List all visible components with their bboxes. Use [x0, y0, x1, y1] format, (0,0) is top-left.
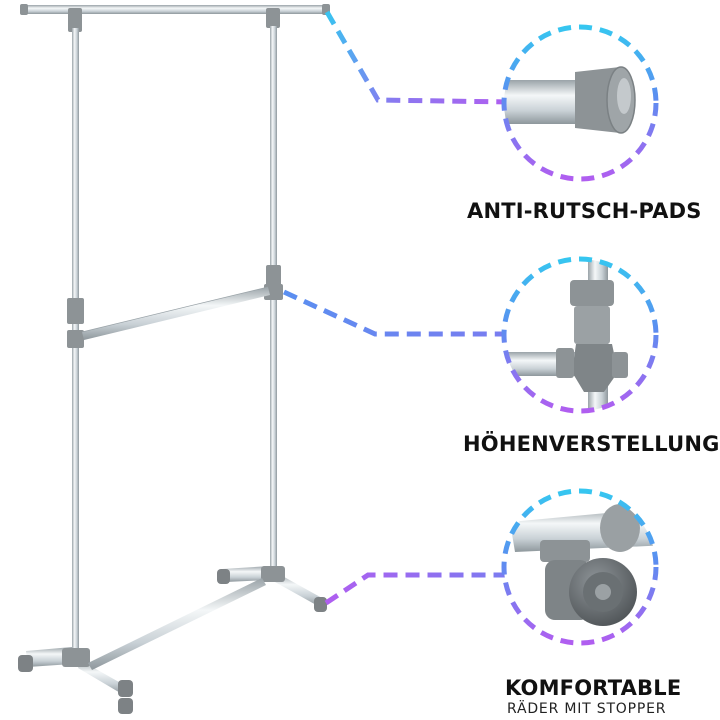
- height-clamp-icon: [504, 259, 628, 411]
- leader-line-height: [282, 289, 510, 337]
- detail-circle-height-clamp: [501, 256, 659, 414]
- feature-subtitle-wheels: RÄDER MIT STOPPER: [507, 701, 667, 717]
- detail-circle-caster: [501, 488, 659, 646]
- leader-lines: [282, 10, 511, 606]
- caster-wheel-icon: [510, 504, 656, 626]
- feature-title-anti-slip: ANTI-RUTSCH-PADS: [467, 199, 702, 223]
- clothes-rack-illustration: [18, 4, 330, 714]
- leader-line-wheels: [324, 572, 510, 606]
- feature-title-height-adjustment: HÖHENVERSTELLUNG: [463, 432, 720, 456]
- feature-title-wheels: KOMFORTABLE: [505, 676, 682, 700]
- leader-line-anti-slip: [324, 10, 511, 105]
- end-cap-icon: [504, 66, 636, 134]
- detail-circle-end-cap: [501, 24, 659, 182]
- caster: [18, 569, 327, 714]
